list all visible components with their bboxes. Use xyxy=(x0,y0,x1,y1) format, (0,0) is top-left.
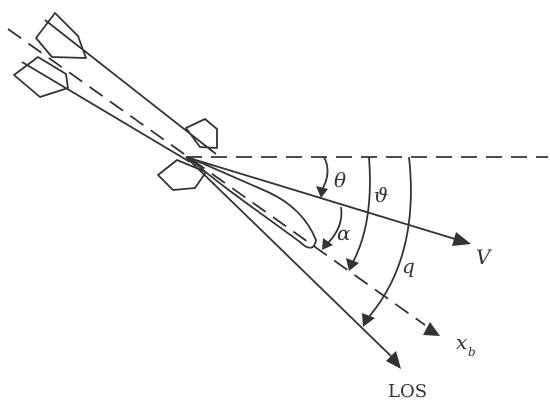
alpha-arc xyxy=(326,206,343,245)
vartheta-arc-arrowhead xyxy=(346,258,359,271)
q-label: q xyxy=(402,254,415,278)
theta-arc-arrowhead xyxy=(316,186,328,198)
xb-label: x xyxy=(456,330,467,354)
forward-fins xyxy=(157,118,218,191)
velocity-arrowhead xyxy=(452,232,471,246)
q-arc-arrowhead xyxy=(362,313,375,327)
missile-body-axis-line xyxy=(7,28,426,326)
theta-arc xyxy=(321,156,329,191)
alpha-label: α xyxy=(337,221,351,245)
velocity-vector-line xyxy=(185,156,456,240)
theta-label: θ xyxy=(334,168,346,192)
velocity-label: V xyxy=(476,245,493,269)
rear-fins xyxy=(13,12,87,98)
los-arrowhead xyxy=(386,351,401,369)
vartheta-label: ϑ xyxy=(374,183,388,207)
alpha-arc-arrowhead xyxy=(322,238,333,250)
xb-arrowhead xyxy=(423,322,440,336)
los-label: LOS xyxy=(388,381,427,402)
vartheta-arc xyxy=(352,156,371,263)
xb-subscript-label: b xyxy=(468,345,476,359)
line-of-sight-line xyxy=(185,156,394,359)
q-arc xyxy=(367,156,412,319)
